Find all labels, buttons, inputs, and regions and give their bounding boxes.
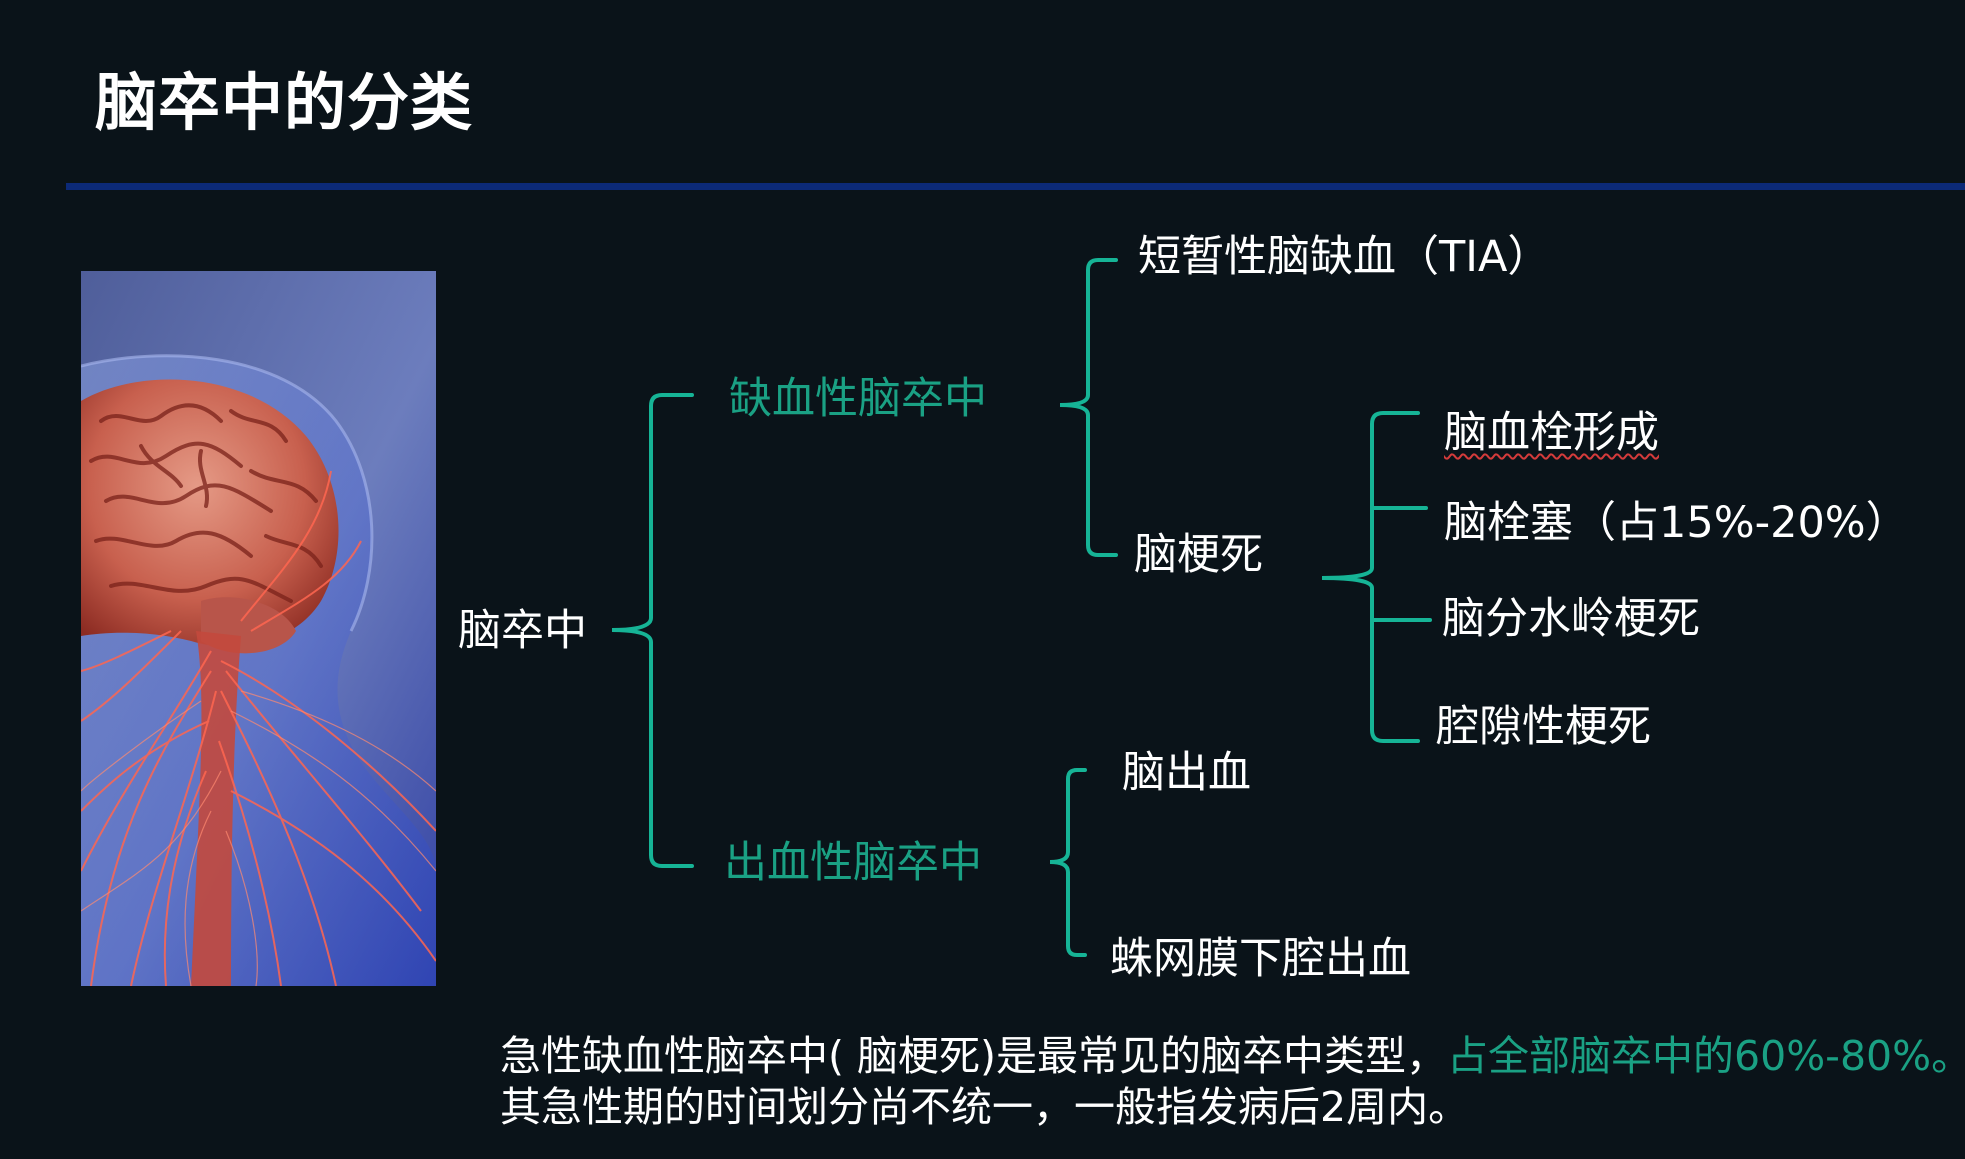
summary-note-line-1: 急性缺血性脑卒中( 脑梗死)是最常见的脑卒中类型，占全部脑卒中的60%-80%。: [500, 1036, 1965, 1077]
root-bracket: [611, 393, 694, 868]
cerebral-embolism-node: 脑栓塞（占15%-20%）: [1444, 498, 1909, 548]
tia-node: 短暂性脑缺血（TIA）: [1138, 232, 1551, 282]
lacunar-infarction-node: 腔隙性梗死: [1436, 702, 1651, 752]
subarachnoid-hemorrhage-node: 蛛网膜下腔出血: [1110, 934, 1411, 984]
page-title: 脑卒中的分类: [95, 66, 474, 139]
summary-note-text: 急性缺血性脑卒中( 脑梗死)是最常见的脑卒中类型，: [500, 1032, 1448, 1080]
ischemic-bracket: [1059, 258, 1118, 557]
tree-root-stroke: 脑卒中: [458, 606, 587, 656]
intracerebral-hemorrhage-node: 脑出血: [1122, 748, 1251, 798]
cerebral-thrombosis-node: 脑血栓形成: [1444, 408, 1659, 458]
cerebral-infarction-node: 脑梗死: [1134, 530, 1263, 580]
hemorrhagic-stroke-node: 出血性脑卒中: [724, 838, 982, 888]
summary-note-highlight: 占全部脑卒中的60%-80%。: [1447, 1032, 1965, 1080]
ischemic-stroke-node: 缺血性脑卒中: [729, 374, 987, 424]
brain-nervous-system-illustration: [81, 271, 436, 986]
summary-note-line-2: 其急性期的时间划分尚不统一，一般指发病后2周内。: [500, 1083, 1470, 1131]
watershed-infarction-node: 脑分水岭梗死: [1442, 594, 1700, 644]
infarction-bracket: [1321, 411, 1420, 743]
title-divider: [66, 183, 1965, 190]
hemorrhagic-bracket: [1049, 768, 1087, 957]
